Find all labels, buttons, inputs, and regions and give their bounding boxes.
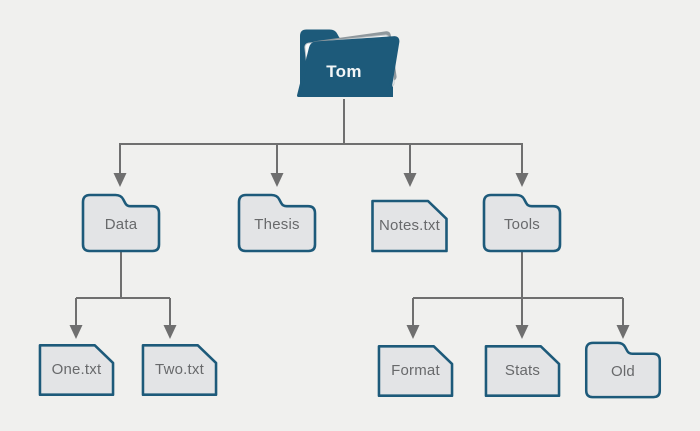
node-label-thesis: Thesis [254,216,300,233]
node-label-tom: Tom [326,62,362,81]
node-label-one: One.txt [51,361,102,378]
node-thesis: Thesis [236,192,318,254]
arrow-down-icon [515,173,529,187]
node-label-notes: Notes.txt [379,217,440,234]
node-old: Old [583,340,663,400]
document-icon [484,345,561,397]
node-one-txt: One.txt [37,342,116,398]
arrow-down-icon [270,173,284,187]
node-label-two: Two.txt [155,361,204,378]
arrow-down-icon [163,325,177,339]
document-icon [371,199,448,253]
node-label-tools: Tools [503,216,541,233]
folder-icon [81,193,161,253]
node-two-txt: Two.txt [140,342,219,398]
node-format: Format [376,343,455,399]
node-data: Data [80,192,162,254]
node-tools: Tools [481,192,563,254]
arrow-down-icon [406,325,420,339]
folder-icon [584,341,662,399]
arrow-down-icon [515,325,529,339]
node-label-format: Format [391,362,440,379]
folder-icon [482,193,562,253]
node-notes-txt: Notes.txt [369,198,450,254]
document-icon [38,344,115,396]
open-folder-icon [297,29,400,97]
document-icon [141,344,218,396]
arrow-down-icon [616,325,630,339]
arrow-down-icon [403,173,417,187]
node-stats: Stats [483,343,562,399]
folder-icon [237,193,317,253]
node-label-data: Data [104,216,138,233]
node-tom: Tom [294,26,402,101]
document-icon [377,345,454,397]
node-label-old: Old [611,363,635,380]
arrow-down-icon [69,325,83,339]
node-label-stats: Stats [504,362,541,379]
arrow-down-icon [113,173,127,187]
